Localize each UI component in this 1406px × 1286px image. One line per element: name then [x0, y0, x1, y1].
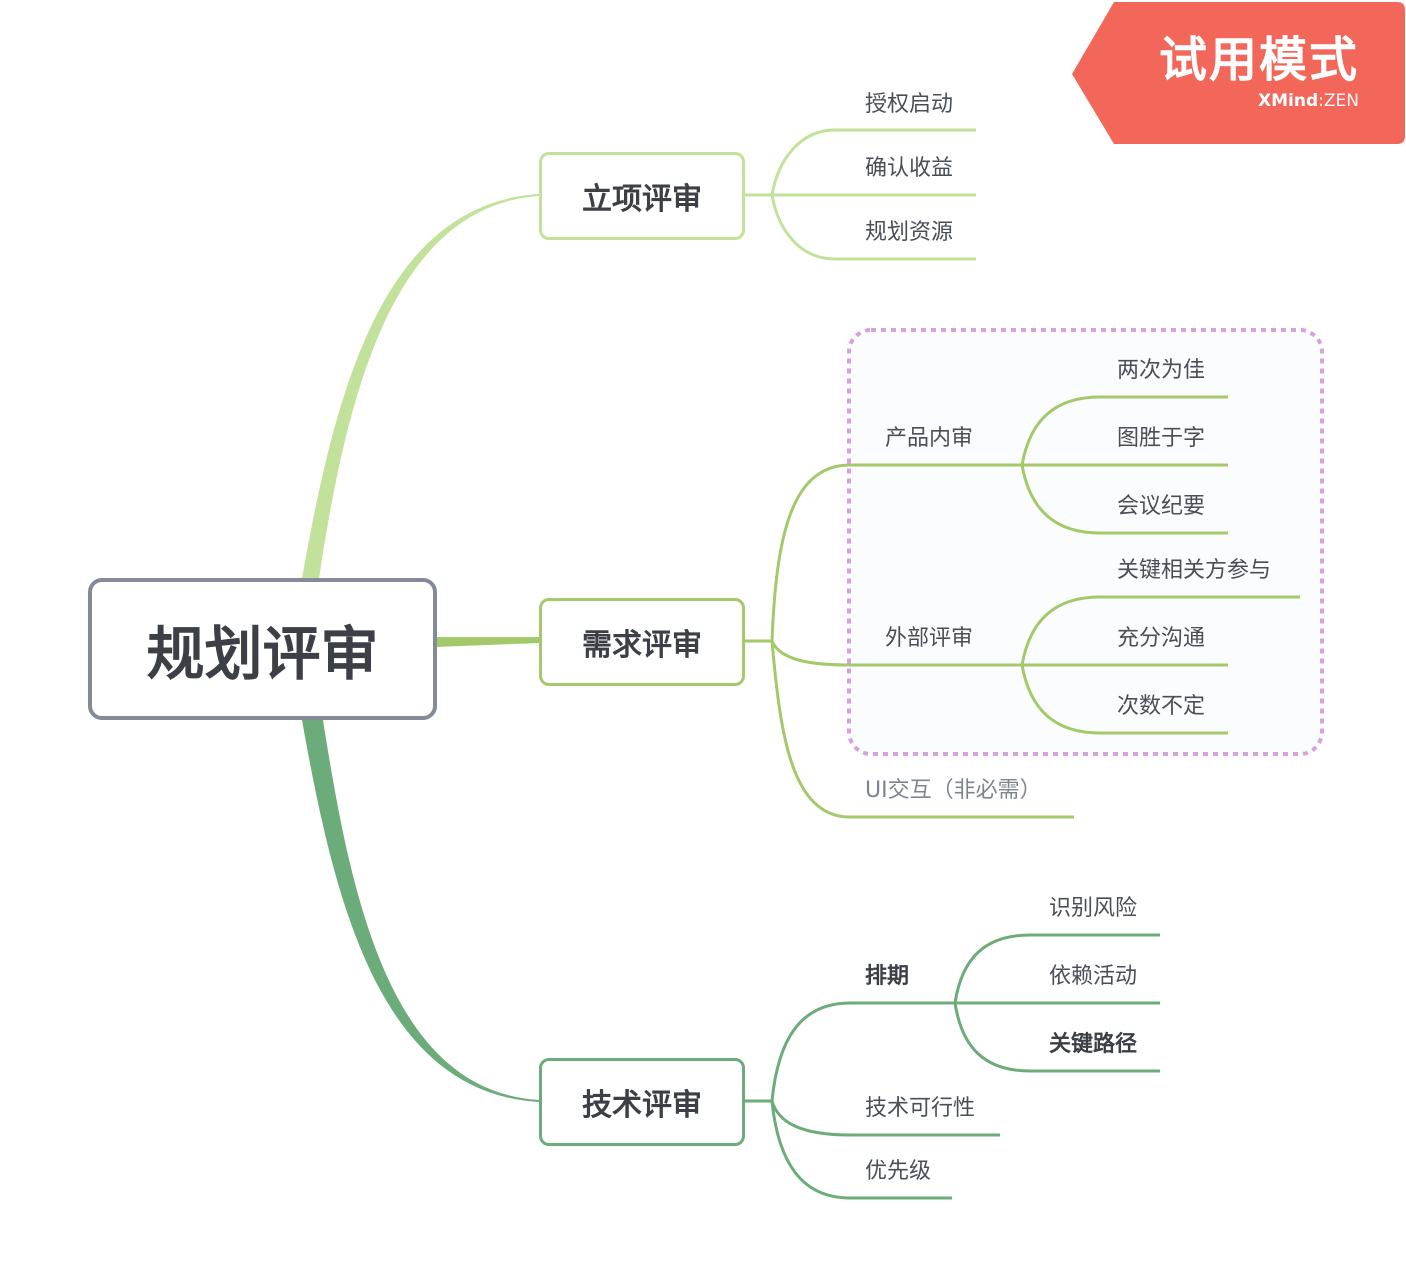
connector-b3a-g3 [953, 1002, 1160, 1073]
subtopic-plan-resources[interactable]: 规划资源 [865, 220, 954, 245]
main-topic-project-review[interactable]: 立项评审 [539, 152, 745, 240]
connector-b3-c1 [770, 1001, 955, 1102]
subtopic-full-communication[interactable]: 充分沟通 [1117, 626, 1206, 651]
brand-separator: : [1318, 91, 1324, 111]
connector-root-branch3 [301, 719, 540, 1102]
connector-b1-c1 [770, 128, 976, 196]
connector-b2a-g1 [1020, 395, 1228, 466]
connector-b2-c1 [770, 463, 1022, 642]
main-topic-requirement-review[interactable]: 需求评审 [539, 598, 745, 686]
subtopic-twice-best[interactable]: 两次为佳 [1117, 358, 1206, 383]
subtopic-schedule[interactable]: 排期 [865, 964, 910, 989]
subtopic-key-stakeholders[interactable]: 关键相关方参与 [1117, 558, 1272, 583]
connector-b2-c3 [770, 640, 1074, 819]
connector-b3-c2 [770, 1100, 1000, 1137]
subtopic-dependent-activities[interactable]: 依赖活动 [1049, 964, 1138, 989]
subtopic-ui-interaction[interactable]: UI交互（非必需） [865, 778, 1042, 803]
subtopic-identify-risks[interactable]: 识别风险 [1049, 896, 1138, 921]
connector-b2a-g3 [1020, 464, 1228, 535]
subtopic-authorize-start[interactable]: 授权启动 [865, 92, 954, 117]
main-topic-technical-review[interactable]: 技术评审 [539, 1058, 745, 1146]
brand-name: XMind [1258, 91, 1319, 111]
subtopic-meeting-minutes[interactable]: 会议纪要 [1117, 494, 1206, 519]
subtopic-technical-feasibility[interactable]: 技术可行性 [865, 1096, 976, 1121]
subtopic-external-review[interactable]: 外部评审 [885, 626, 974, 651]
connector-root-branch2 [436, 637, 540, 648]
connector-root-branch1 [301, 194, 540, 579]
badge-background [1072, 2, 1405, 144]
connector-b3-c3 [770, 1100, 952, 1200]
connector-b1-c3 [770, 194, 976, 261]
central-topic[interactable]: 规划评审 [88, 578, 437, 720]
connector-b3a-g1 [953, 933, 1160, 1004]
trial-mode-title: 试用模式 [1158, 32, 1359, 88]
subtopic-confirm-benefit[interactable]: 确认收益 [865, 156, 954, 181]
subtopic-priority[interactable]: 优先级 [865, 1159, 932, 1184]
brand-suffix: ZEN [1323, 91, 1359, 111]
subtopic-internal-review[interactable]: 产品内审 [885, 426, 974, 451]
connector-b2b-g3 [1020, 664, 1228, 735]
connector-b2b-g1 [1020, 595, 1300, 666]
trial-mode-badge[interactable]: 试用模式 XMind:ZEN [1070, 2, 1405, 144]
xmind-zen-brand: XMind:ZEN [1258, 90, 1359, 112]
subtopic-critical-path[interactable]: 关键路径 [1049, 1032, 1138, 1057]
boundary-box[interactable] [847, 328, 1324, 756]
subtopic-pictures-over-words[interactable]: 图胜于字 [1117, 426, 1206, 451]
connector-b2-c2 [770, 640, 1022, 667]
subtopic-times-vary[interactable]: 次数不定 [1117, 694, 1206, 719]
